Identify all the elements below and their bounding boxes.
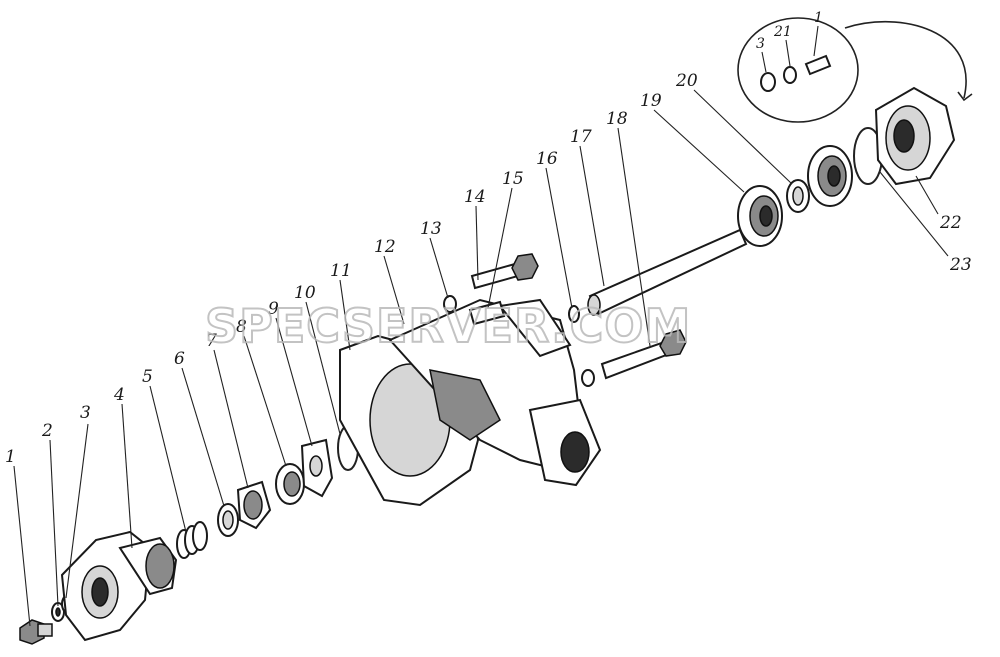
label-14: 14: [464, 187, 486, 207]
label-9: 9: [268, 299, 279, 319]
part-washer-16: [568, 305, 580, 323]
label-11: 11: [330, 261, 352, 281]
part-flange: [874, 86, 956, 186]
inset-label-21: 21: [773, 24, 792, 40]
part-shaft: [587, 228, 748, 316]
part-stud: [468, 300, 506, 326]
leader-lines: [13, 89, 949, 627]
label-6: 6: [174, 349, 185, 369]
part-bolt-14: [470, 253, 539, 290]
label-16: 16: [536, 149, 558, 169]
label-8: 8: [236, 317, 247, 337]
label-13: 13: [420, 219, 442, 239]
label-5: 5: [142, 367, 153, 387]
inset-label-1: 1: [814, 10, 823, 26]
label-4: 4: [113, 385, 125, 405]
callout-labels: 1 2 3 4 5 6 7 8 9 10 11 12 13 14 15 16 1…: [5, 10, 972, 467]
part-bolt-18: [581, 329, 687, 387]
inset-detail: [737, 17, 973, 123]
part-spacer: [786, 179, 810, 213]
label-18: 18: [606, 109, 628, 129]
inset-label-3: 3: [756, 36, 765, 52]
part-ring: [217, 503, 239, 537]
label-12: 12: [374, 237, 396, 257]
label-19: 19: [640, 91, 662, 111]
watermark-text: SPECSERVER.COM: [205, 299, 691, 353]
label-2: 2: [41, 421, 53, 441]
label-10: 10: [294, 283, 316, 303]
part-bearing-rear: [807, 145, 853, 207]
label-23: 23: [949, 255, 972, 275]
part-bearing-19: [737, 185, 783, 247]
label-20: 20: [675, 71, 698, 91]
part-seal-flange: [236, 480, 272, 530]
part-pulley-hub: [60, 530, 178, 642]
part-pump-body: [339, 298, 602, 507]
part-bolt: [19, 619, 53, 645]
part-retainer: [300, 438, 334, 498]
label-17: 17: [570, 127, 592, 147]
label-22: 22: [939, 213, 962, 233]
label-7: 7: [206, 331, 217, 351]
label-15: 15: [502, 169, 524, 189]
label-3: 3: [80, 403, 91, 423]
part-seal-cup: [275, 463, 305, 505]
part-washer-13: [443, 295, 457, 313]
part-spring: [176, 521, 208, 559]
label-1: 1: [5, 447, 16, 467]
